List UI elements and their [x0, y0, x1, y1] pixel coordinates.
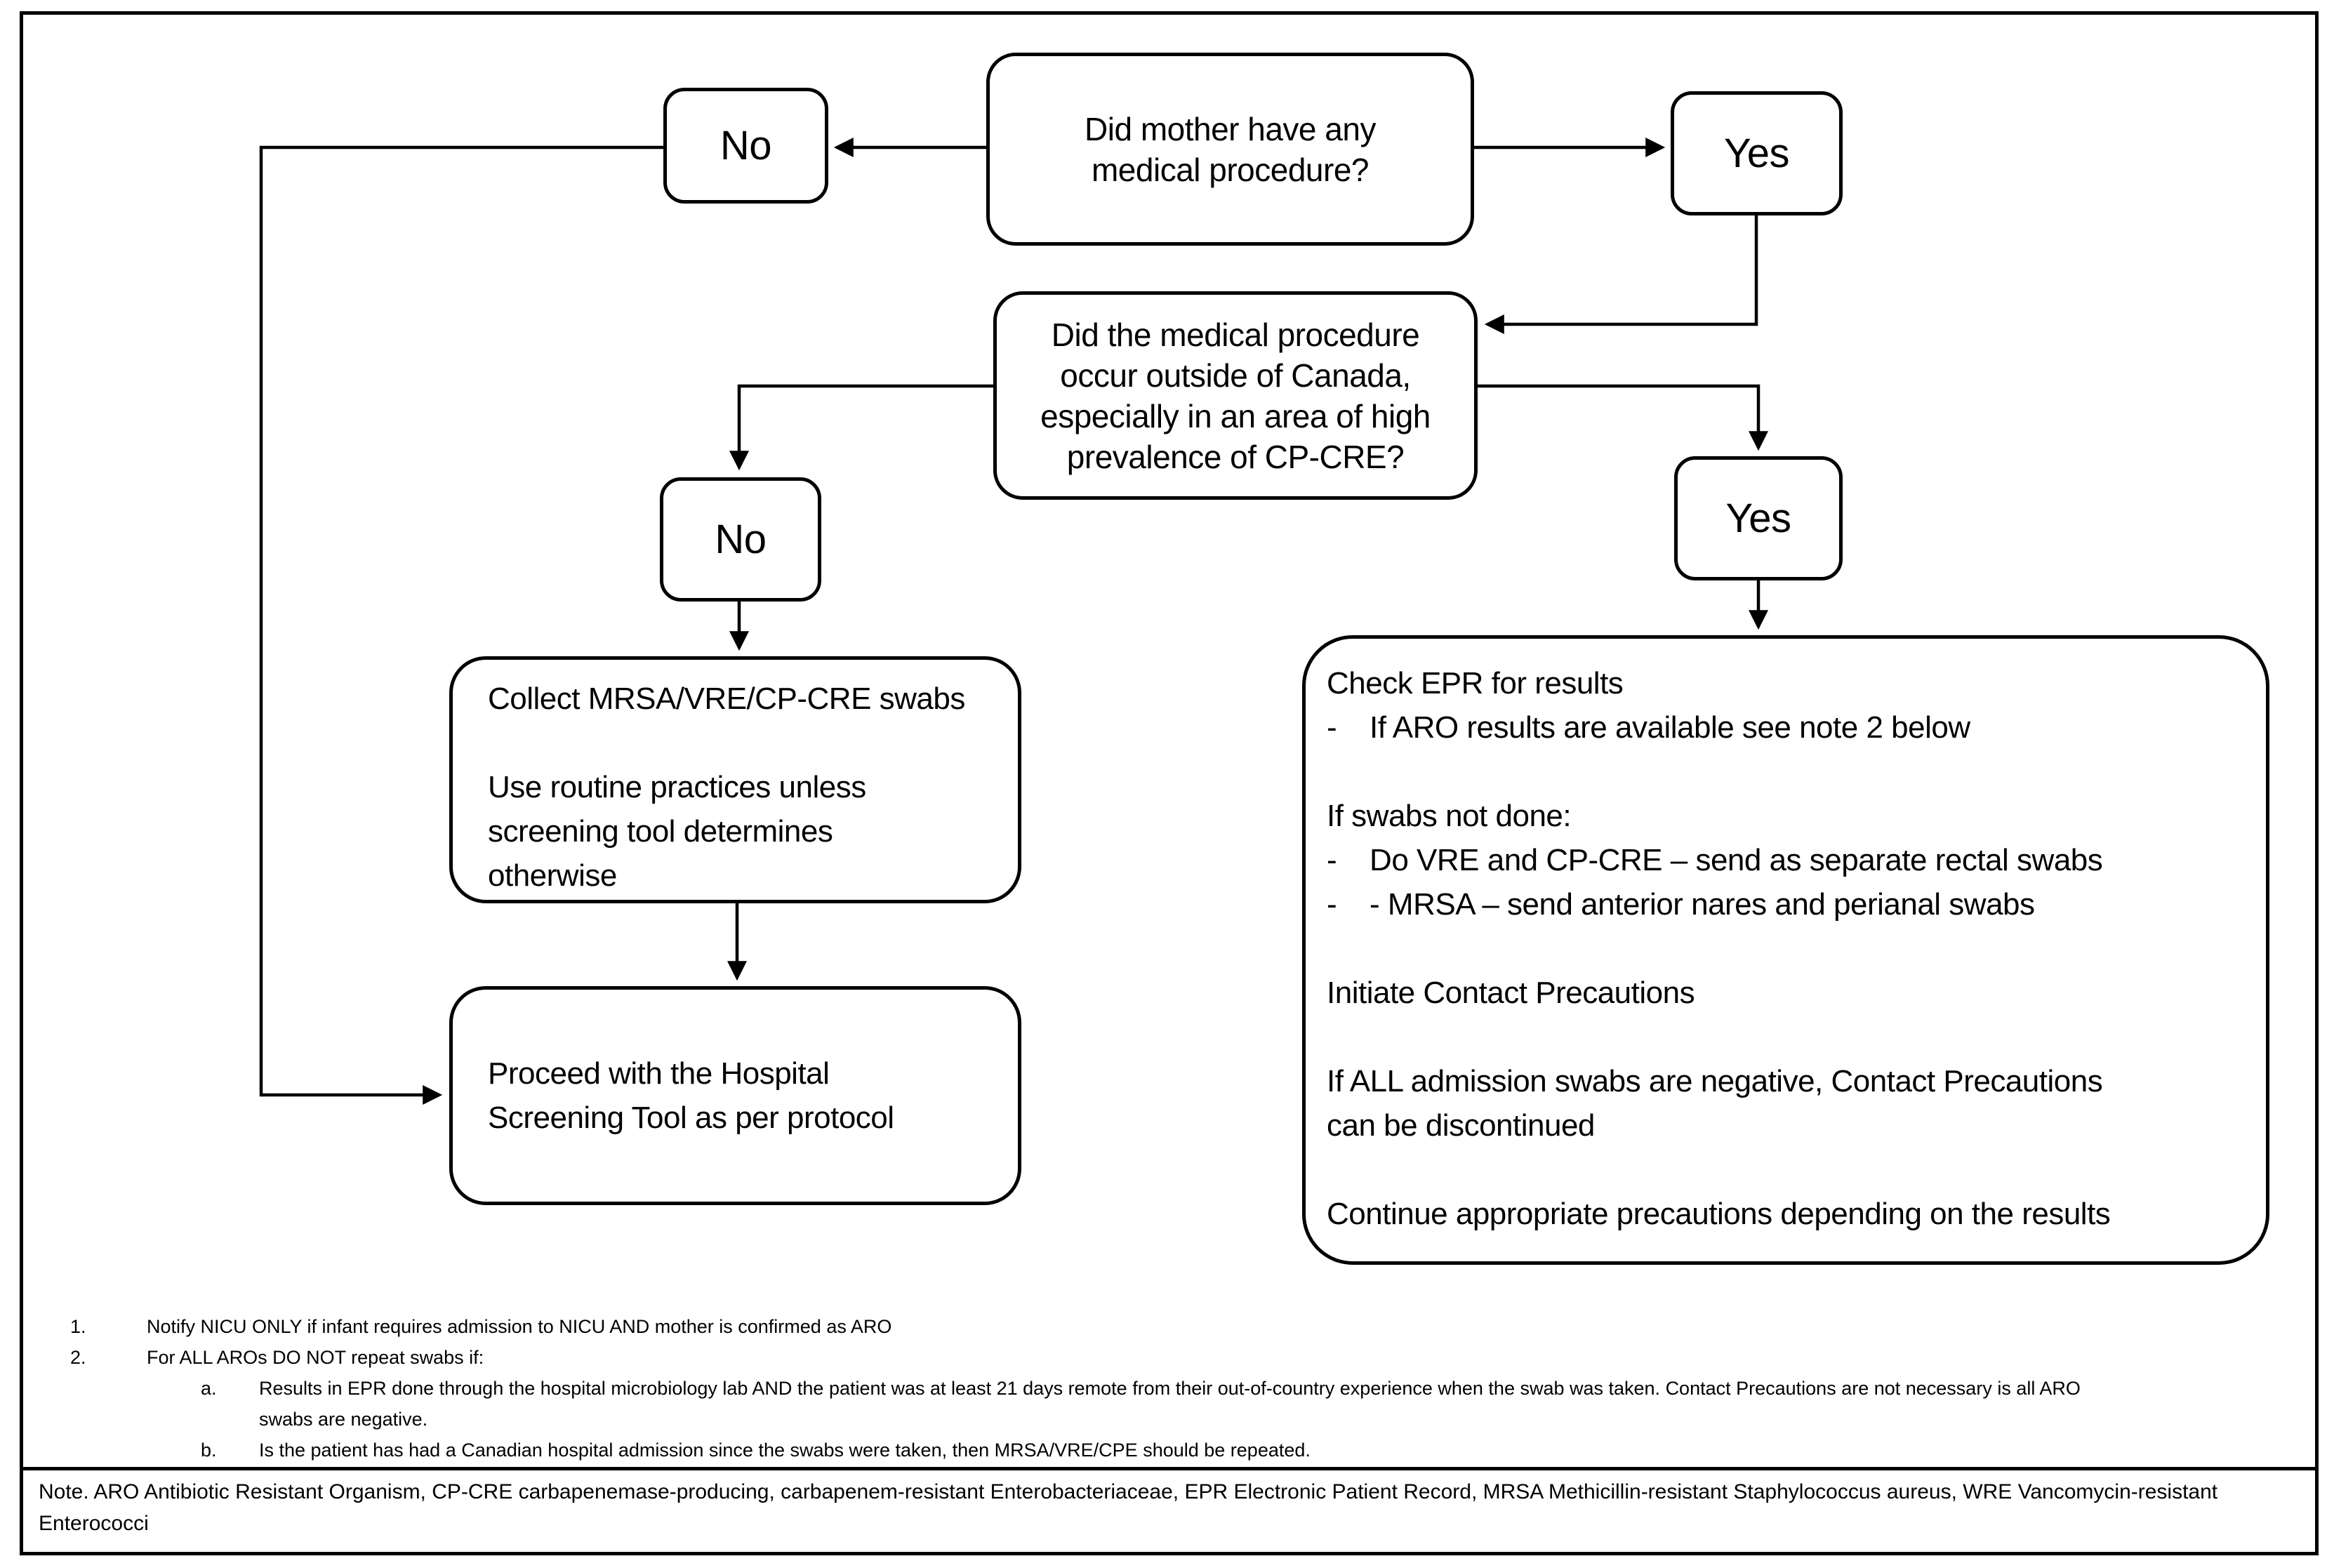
- check-line: - Do VRE and CP-CRE – send as separate r…: [1327, 843, 2103, 877]
- q2-line: especially in an area of high: [1040, 397, 1431, 434]
- no-label: No: [720, 122, 772, 168]
- node-q1-mother-medical-procedure: Did mother have any medical procedure?: [986, 53, 1474, 246]
- note-text: Notify NICU ONLY if infant requires admi…: [147, 1316, 892, 1337]
- check-group-swabs-not-done: If swabs not done: - Do VRE and CP-CRE –…: [1327, 794, 2245, 926]
- footer-divider: [20, 1467, 2319, 1470]
- node-yes-2: Yes: [1674, 456, 1843, 580]
- check-line: Continue appropriate precautions dependi…: [1327, 1197, 2111, 1231]
- node-yes-1: Yes: [1671, 91, 1843, 215]
- proceed-line: Proceed with the Hospital: [488, 1056, 830, 1091]
- check-line: can be discontinued: [1327, 1108, 1595, 1143]
- note-item-1: 1. Notify NICU ONLY if infant requires a…: [70, 1311, 2281, 1342]
- collect-line: Collect MRSA/VRE/CP-CRE swabs: [488, 682, 965, 716]
- check-group-initiate-precautions: Initiate Contact Precautions: [1327, 971, 2245, 1015]
- note-subitem-a: a. Results in EPR done through the hospi…: [70, 1373, 2281, 1435]
- q1-line: Did mother have any: [1085, 110, 1376, 147]
- node-no-2: No: [660, 477, 821, 602]
- note-sub-text: Results in EPR done through the hospital…: [259, 1378, 2081, 1430]
- check-group-continue-precautions: Continue appropriate precautions dependi…: [1327, 1192, 2245, 1236]
- node-no-1: No: [663, 88, 828, 204]
- note-number: 1.: [70, 1316, 86, 1337]
- check-group-negative-swabs: If ALL admission swabs are negative, Con…: [1327, 1059, 2245, 1148]
- node-q2-procedure-outside-canada: Did the medical procedure occur outside …: [993, 291, 1478, 500]
- collect-line: otherwise: [488, 858, 617, 893]
- node-collect-swabs: Collect MRSA/VRE/CP-CRE swabs Use routin…: [449, 656, 1021, 903]
- check-line: If ALL admission swabs are negative, Con…: [1327, 1064, 2103, 1098]
- no-label: No: [715, 516, 767, 562]
- q2-line: prevalence of CP-CRE?: [1066, 438, 1405, 475]
- note-sub-number: a.: [201, 1378, 217, 1399]
- node-check-epr-results: Check EPR for results - If ARO results a…: [1302, 635, 2269, 1265]
- collect-line: screening tool determines: [488, 814, 833, 849]
- outer-border: [20, 11, 2319, 1555]
- node-proceed-screening-tool: Proceed with the Hospital Screening Tool…: [449, 986, 1021, 1205]
- note-sub-text: Is the patient has had a Canadian hospit…: [259, 1440, 1311, 1461]
- yes-label: Yes: [1723, 130, 1790, 176]
- check-line: Check EPR for results: [1327, 666, 1624, 700]
- note-text: For ALL AROs DO NOT repeat swabs if:: [147, 1347, 484, 1368]
- note-item-2: 2. For ALL AROs DO NOT repeat swabs if:: [70, 1342, 2281, 1373]
- check-line: - If ARO results are available see note …: [1327, 710, 1970, 745]
- yes-label: Yes: [1725, 495, 1791, 541]
- note-number: 2.: [70, 1347, 86, 1368]
- collect-line: Use routine practices unless: [488, 770, 866, 804]
- note-subitem-b: b. Is the patient has had a Canadian hos…: [70, 1435, 2281, 1466]
- check-line: - - MRSA – send anterior nares and peria…: [1327, 887, 2035, 922]
- q2-line: Did the medical procedure: [1051, 316, 1420, 353]
- abbreviation-note: Note. ARO Antibiotic Resistant Organism,…: [39, 1480, 2218, 1535]
- proceed-line: Screening Tool as per protocol: [488, 1101, 894, 1135]
- note-sub-number: b.: [201, 1440, 217, 1461]
- q1-line: medical procedure?: [1091, 151, 1370, 188]
- notes-list: 1. Notify NICU ONLY if infant requires a…: [70, 1311, 2281, 1466]
- check-line: If swabs not done:: [1327, 799, 1572, 833]
- check-group-epr: Check EPR for results - If ARO results a…: [1327, 661, 2245, 750]
- q2-line: occur outside of Canada,: [1060, 357, 1411, 394]
- check-line: Initiate Contact Precautions: [1327, 976, 1695, 1010]
